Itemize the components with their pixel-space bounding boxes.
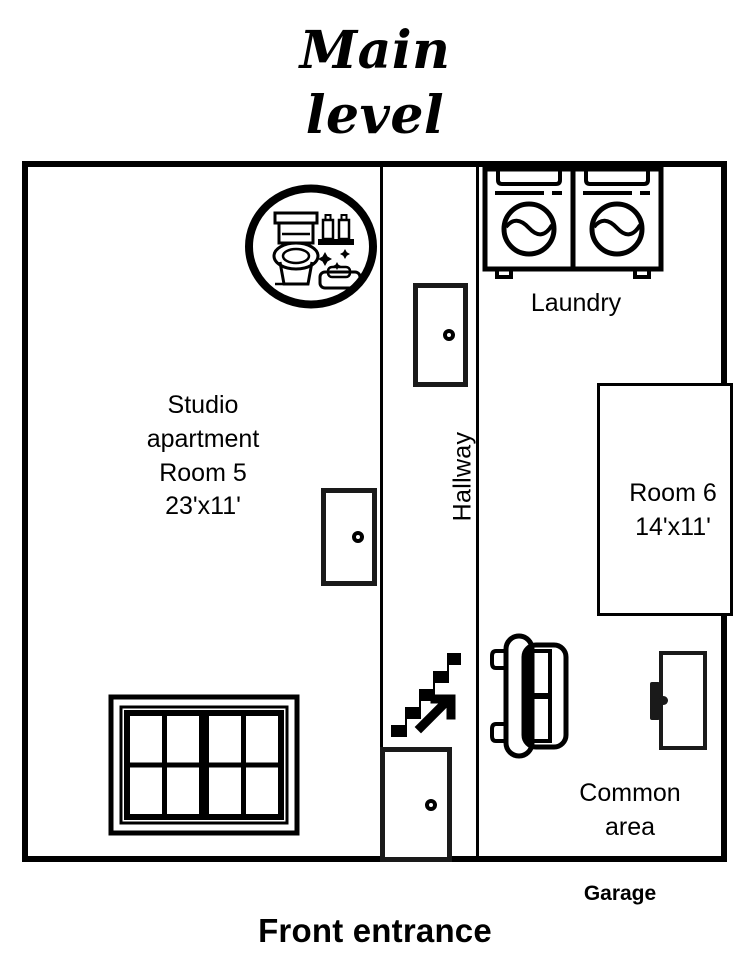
floor-plan-outline: Hallway Studio apartment Room 5 23'x11' … xyxy=(22,161,733,862)
door-knob-icon xyxy=(425,798,437,811)
page-title-line-1: Main xyxy=(299,20,451,81)
room-6-outline xyxy=(597,383,733,616)
door-knob-icon xyxy=(352,531,364,543)
common-area-label: Common area xyxy=(579,779,681,841)
front-entrance-label: Front entrance xyxy=(258,912,492,949)
door-studio-hallway[interactable] xyxy=(321,488,377,586)
stairs-up-icon xyxy=(391,651,476,739)
page-title: Main level xyxy=(0,18,750,148)
door-front-entrance[interactable] xyxy=(380,747,452,862)
washer-dryer-icon xyxy=(478,162,668,287)
page-title-line-2: level xyxy=(305,85,445,146)
hallway-left-wall xyxy=(380,167,383,862)
sofa-icon xyxy=(490,631,572,761)
garage-label: Garage xyxy=(583,882,657,905)
hallway-right-wall xyxy=(476,167,479,862)
window-icon xyxy=(108,694,300,836)
room-6-label: Room 6 14'x11' xyxy=(629,479,717,541)
studio-apartment-label: Studio apartment Room 5 23'x11' xyxy=(146,391,260,521)
door-knob-icon xyxy=(443,329,455,341)
bathroom-icon xyxy=(244,184,378,309)
door-common-area[interactable] xyxy=(650,651,707,750)
door-handle-icon xyxy=(650,681,668,720)
door-laundry-side[interactable] xyxy=(413,283,468,387)
laundry-label: Laundry xyxy=(530,289,622,317)
hallway-label: Hallway xyxy=(448,431,477,522)
